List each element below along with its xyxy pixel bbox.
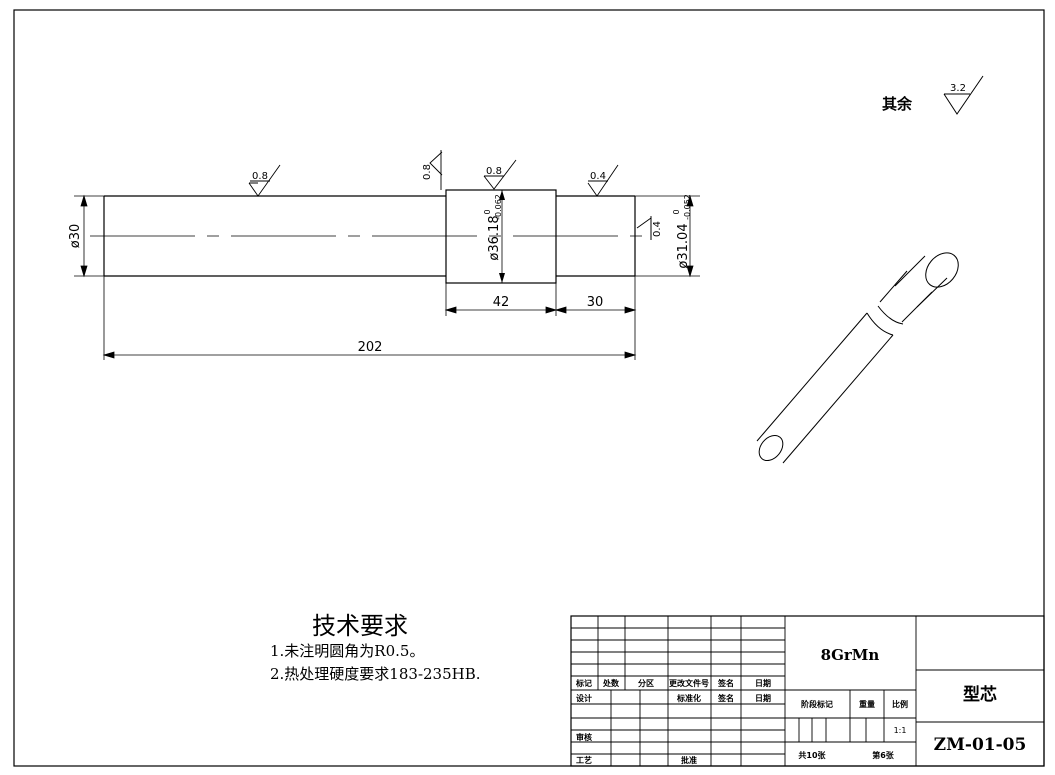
material-label: 8GrMn: [821, 646, 880, 664]
roughness-text-2: 0.8: [486, 166, 502, 177]
tb-h-fenqu: 分区: [638, 678, 654, 688]
tb-gongyi: 工艺: [576, 755, 592, 765]
isometric-view: [756, 252, 959, 464]
tech-req-title: 技术要求: [312, 612, 408, 640]
tb-h-riqi: 日期: [755, 678, 771, 688]
tb-pizhun: 批准: [681, 755, 697, 765]
tb-h-chushu: 处数: [602, 678, 620, 688]
roughness-text-3: 0.8: [422, 164, 433, 180]
tb-h-biaoji: 标记: [575, 678, 592, 688]
dim-dia-right: [635, 194, 700, 278]
rest-roughness-label: 其余: [882, 95, 913, 113]
part-name: 型芯: [963, 684, 997, 705]
tb-sheji: 设计: [576, 693, 592, 703]
dim-lengths: [102, 276, 637, 360]
tol-upper-right: 0: [672, 209, 681, 214]
dim-text-dia-middle: ø36.18: [487, 215, 502, 260]
tb-shenhe: 审核: [576, 732, 592, 742]
roughness-text-5: 0.4: [652, 221, 663, 237]
tb-total-sheets: 共10张: [798, 750, 826, 760]
tb-riqi2: 日期: [755, 693, 771, 703]
roughness-symbols: [248, 150, 652, 240]
dim-text-len-right: 30: [587, 295, 604, 310]
tol-lower-right: -0.052: [683, 194, 692, 220]
dim-text-dia-right: ø31.04: [676, 223, 691, 268]
tol-lower-middle: -0.062: [494, 194, 503, 220]
tb-h-wenjian: 更改文件号: [669, 678, 709, 688]
rest-roughness-symbol: [943, 75, 984, 115]
tb-qianming2: 签名: [717, 693, 734, 703]
tb-h-qianming: 签名: [717, 678, 734, 688]
tb-bili: 比例: [892, 699, 908, 709]
drawing-number: ZM-01-05: [934, 735, 1027, 755]
roughness-text-1: 0.8: [252, 171, 268, 182]
tb-scale: 1:1: [894, 726, 907, 735]
rest-roughness-value: 3.2: [950, 83, 966, 94]
dim-text-len-middle: 42: [493, 295, 510, 310]
tb-zhongliang: 重量: [859, 699, 875, 709]
dim-text-dia-left: ø30: [68, 224, 83, 249]
dim-dia-left: [74, 194, 104, 278]
shaft-view: [103, 189, 636, 284]
tb-jieduan: 阶段标记: [801, 699, 833, 709]
dim-text-len-total: 202: [358, 340, 383, 355]
tb-sheet-no: 第6张: [872, 750, 895, 760]
title-block: [570, 615, 1045, 767]
tech-req-item-2: 2.热处理硬度要求183-235HB.: [270, 665, 481, 683]
roughness-text-4: 0.4: [590, 171, 606, 182]
tech-req-item-1: 1.未注明圆角为R0.5。: [270, 642, 424, 660]
drawing-border: [13, 9, 1045, 767]
tb-biaozhunhua: 标准化: [676, 693, 701, 703]
tol-upper-middle: 0: [483, 209, 492, 214]
